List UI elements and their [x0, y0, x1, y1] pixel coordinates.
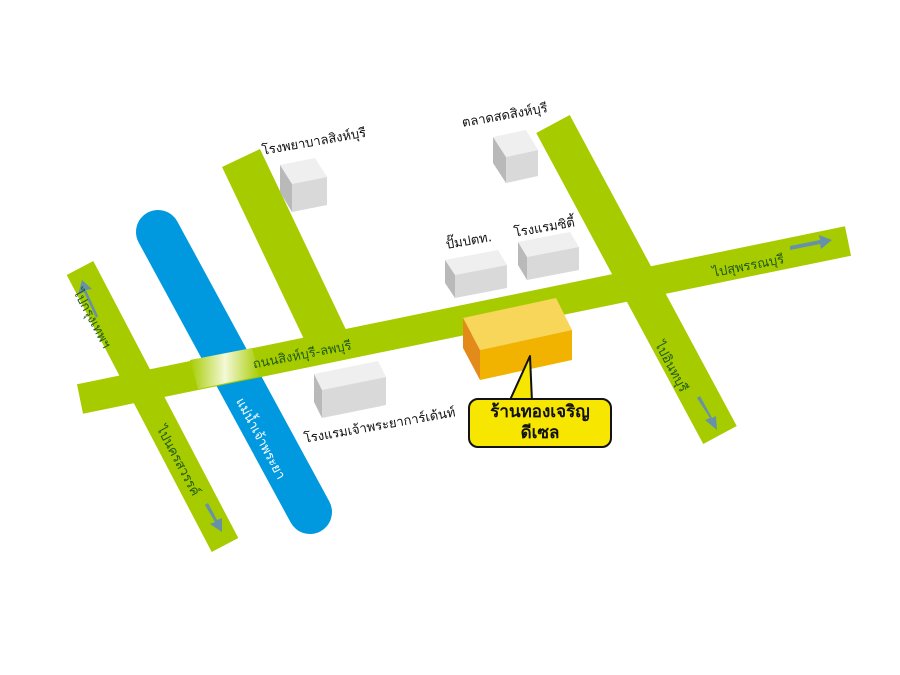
building-garden-hotel: [314, 361, 386, 418]
target-name-line1: ร้านทองเจริญ: [490, 402, 590, 422]
road-left-vertical: [66, 261, 239, 552]
building-hospital: [280, 158, 327, 212]
building-target-shop: [463, 298, 572, 380]
building-market: [493, 130, 538, 183]
road-second-vertical: [222, 148, 349, 355]
bridge: [190, 348, 260, 389]
target-name-line2: ดีเซล: [520, 423, 560, 443]
target-callout: ร้านทองเจริญ ดีเซล: [468, 398, 612, 448]
building-city-hotel: [518, 232, 579, 280]
building-ptt: [445, 250, 507, 298]
arrow-icon: [78, 235, 832, 532]
